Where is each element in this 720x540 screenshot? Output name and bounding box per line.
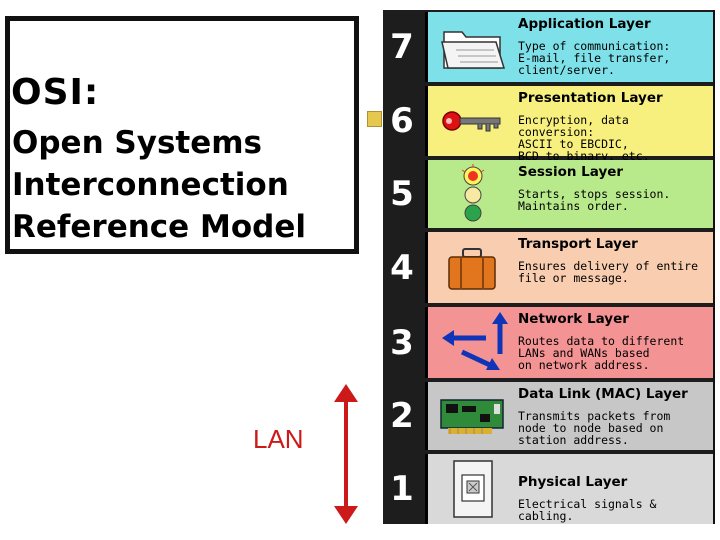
- suitcase-icon: [434, 236, 512, 299]
- wall-jack-icon: [434, 458, 512, 520]
- title-box: [5, 16, 359, 254]
- desc-line: file or message.: [518, 271, 629, 285]
- desc-line: Maintains order.: [518, 199, 629, 213]
- desc-line: Transmits packets from: [518, 409, 671, 423]
- layer-row-1: 1 Physical Layer Electrical signals & ca…: [383, 454, 713, 524]
- layer-name: Network Layer: [518, 311, 629, 327]
- layer-panel-application: Application Layer Type of communication:…: [425, 12, 713, 82]
- lan-label: LAN: [253, 424, 304, 454]
- title-main: OSI:: [11, 72, 100, 113]
- layer-row-3: 3 Network Layer Routes data to different…: [383, 307, 713, 378]
- layer-name: Presentation Layer: [518, 90, 663, 106]
- desc-line: Routes data to different: [518, 334, 685, 348]
- desc-line: on network address.: [518, 358, 650, 372]
- desc-line: E-mail, file transfer,: [518, 51, 671, 65]
- title-line-3: Reference Model: [12, 209, 306, 245]
- lan-double-arrow-icon: [334, 384, 358, 524]
- layer-number: 5: [390, 174, 414, 214]
- layer-number: 3: [390, 322, 414, 363]
- layer-row-7: 7 Application Layer Type of communicatio…: [383, 12, 713, 82]
- layer-panel-presentation: Presentation Layer Encryption, data conv…: [425, 86, 713, 162]
- layer-description: Routes data to different LANs and WANs b…: [518, 335, 710, 371]
- layer-panel-data-link: Data Link (MAC) Layer Transmits packets …: [425, 382, 713, 450]
- desc-line: Encryption, data conversion:: [518, 113, 629, 139]
- key-icon: [434, 90, 512, 152]
- desc-line: ASCII to EBCDIC,: [518, 137, 629, 151]
- layer-description: Electrical signals & cabling.: [518, 498, 710, 522]
- layer-description: Type of communication: E-mail, file tran…: [518, 40, 710, 76]
- layer-description: Encryption, data conversion: ASCII to EB…: [518, 114, 710, 162]
- layer-name: Session Layer: [518, 164, 624, 180]
- folder-icon: [434, 16, 512, 78]
- layer-description: Starts, stops session. Maintains order.: [518, 188, 710, 212]
- desc-line: Type of communication:: [518, 39, 671, 53]
- desc-line: Electrical signals & cabling.: [518, 497, 657, 523]
- layer-description: Ensures delivery of entire file or messa…: [518, 260, 710, 284]
- traffic-light-icon: [434, 164, 512, 224]
- routing-arrows-icon: [434, 311, 512, 374]
- network-card-icon: [434, 386, 512, 446]
- layer-number: 2: [390, 396, 414, 436]
- layer-name: Physical Layer: [518, 474, 628, 490]
- desc-line: BCD to binary, etc.: [518, 149, 650, 163]
- layer-row-5: 5 Session Layer Starts, stops session. M…: [383, 160, 713, 228]
- layer-panel-transport: Transport Layer Ensures delivery of enti…: [425, 232, 713, 303]
- layer-name: Application Layer: [518, 16, 651, 32]
- title-line-1: Open Systems: [12, 125, 263, 161]
- layer-number: 6: [390, 101, 414, 141]
- desc-line: node to node based on: [518, 421, 664, 435]
- layer-panel-session: Session Layer Starts, stops session. Mai…: [425, 160, 713, 228]
- desc-line: station address.: [518, 433, 629, 447]
- layer-number: 1: [390, 469, 414, 509]
- layer-row-4: 4 Transport Layer Ensures delivery of en…: [383, 232, 713, 303]
- layer-row-2: 2 Data Link (MAC) Layer: [383, 382, 713, 450]
- layer-number: 7: [390, 27, 414, 67]
- layer-panel-network: Network Layer Routes data to different L…: [425, 307, 713, 378]
- layer-description: Transmits packets from node to node base…: [518, 410, 710, 446]
- desc-line: client/server.: [518, 63, 615, 77]
- desc-line: Starts, stops session.: [518, 187, 671, 201]
- bullet-square: [367, 111, 382, 127]
- desc-line: Ensures delivery of entire: [518, 259, 699, 273]
- title-subtitle: Open Systems Interconnection Reference M…: [12, 122, 306, 248]
- layer-name: Data Link (MAC) Layer: [518, 386, 688, 402]
- layer-panel-physical: Physical Layer Electrical signals & cabl…: [425, 454, 713, 524]
- desc-line: LANs and WANs based: [518, 346, 650, 360]
- osi-layer-stack: 7 Application Layer Type of communicatio…: [383, 10, 715, 524]
- title-line-2: Interconnection: [12, 167, 289, 203]
- layer-number: 4: [390, 247, 414, 288]
- layer-row-6: 6 Presentation Layer Encryption, data co…: [383, 86, 713, 162]
- layer-name: Transport Layer: [518, 236, 638, 252]
